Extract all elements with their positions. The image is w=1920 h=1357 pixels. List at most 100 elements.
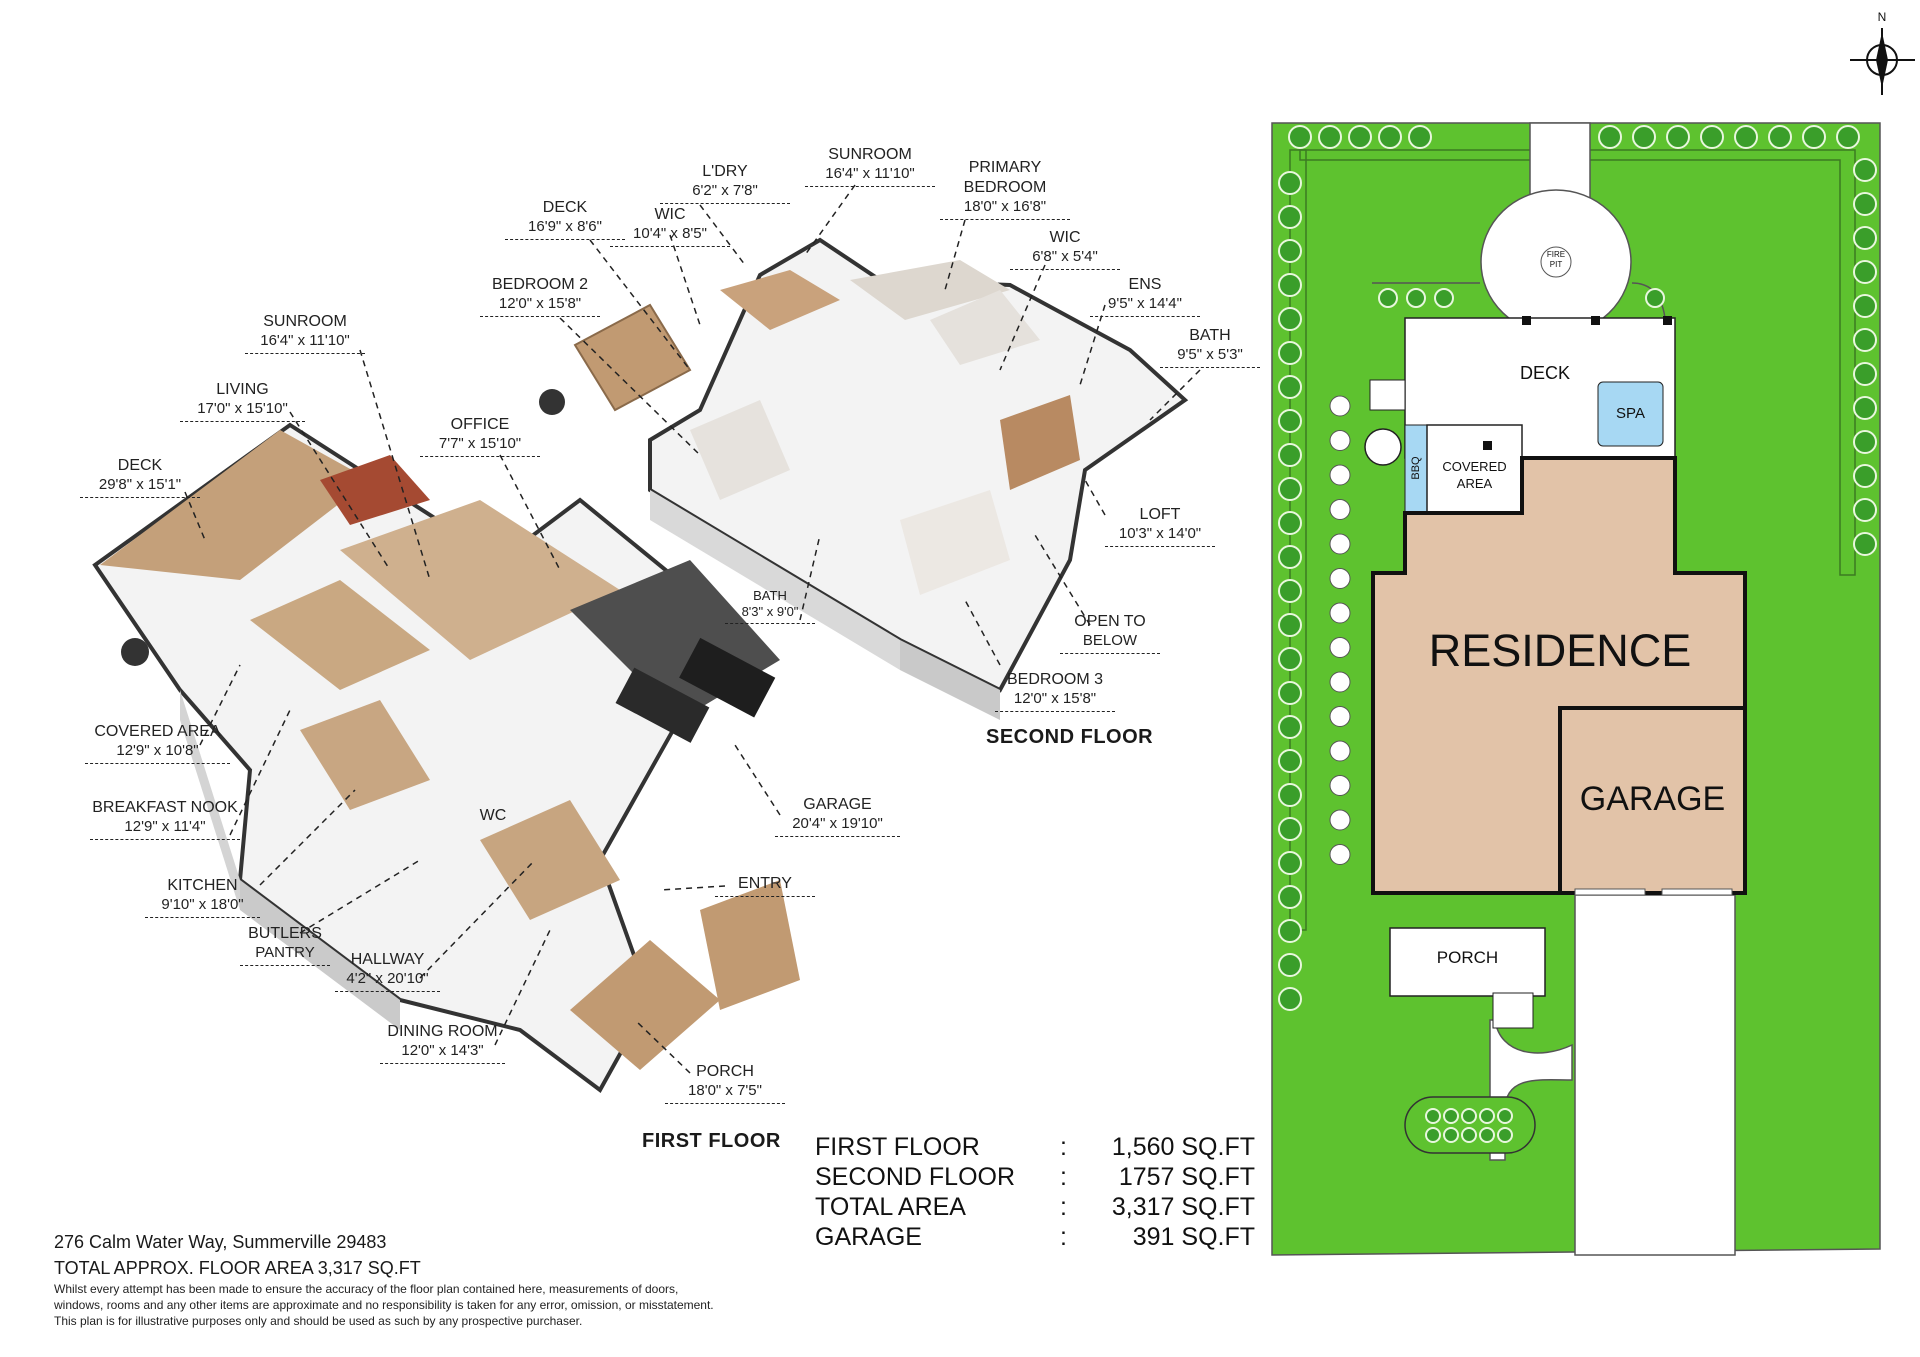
first-floor-render [92,422,800,1093]
property-address: 276 Calm Water Way, Summerville 29483 [54,1232,387,1252]
porch-step [1492,992,1534,1029]
tree-icon [1666,125,1690,149]
tree-icon [1348,125,1372,149]
round-marker [1329,809,1351,831]
tree-icon [1278,579,1302,603]
tree-icon [1318,125,1342,149]
tree-icon [1853,226,1877,250]
post-2 [1522,316,1531,325]
tree-icon [1443,1108,1459,1124]
tree-icon [1278,851,1302,875]
label-ff-entry: ENTRY [715,874,815,897]
round-marker [1329,775,1351,796]
tree-icon [1434,288,1454,308]
tree-icon [1278,817,1302,841]
total-floor-area: TOTAL APPROX. FLOOR AREA 3,317 SQ.FT [54,1258,421,1278]
post-3 [1591,316,1600,325]
tree-icon [1278,545,1302,569]
lawn-border-line [1299,149,1856,576]
tree-icon [1853,260,1877,284]
covered-area [1426,424,1523,514]
tree-icon [1278,953,1302,977]
round-marker [1329,740,1351,762]
tree-icon [1853,192,1877,216]
tree-icon [1461,1127,1477,1143]
garage [1558,706,1747,895]
tree-icon [1645,288,1665,308]
second-floor-title: SECOND FLOOR [986,726,1154,748]
round-marker [1329,499,1351,520]
tree-icon [1278,409,1302,433]
deck-stair [1369,379,1406,411]
tree-icon [1278,341,1302,365]
second-floor-render [539,237,1189,720]
tree-icon [1406,288,1426,308]
label-ff-wc: WC [479,807,507,824]
tree-icon [1378,125,1402,149]
round-marker [1329,533,1351,555]
area-row-second-floor: SECOND FLOOR:1757 SQ.FT [815,1163,1255,1191]
tree-icon [1598,125,1622,149]
round-marker [1329,464,1351,486]
tree-icon [1734,125,1758,149]
tree-icon [1479,1127,1495,1143]
tree-icon [1278,511,1302,535]
tree-icon [1853,294,1877,318]
disclaimer: Whilst every attempt has been made to en… [54,1282,714,1328]
tree-icon [1768,125,1792,149]
tree-icon [1425,1108,1441,1124]
area-row-garage: GARAGE:391 SQ.FT [815,1223,1255,1251]
tree-icon [1278,171,1302,195]
spa-label: SPA [1616,405,1645,422]
site-round-markers [1329,395,1351,865]
tree-icon [1461,1108,1477,1124]
tree-icon [1278,715,1302,739]
tree-icon [1853,498,1877,522]
leader-lines [184,184,1201,1074]
round-marker [1329,602,1351,624]
round-marker [1329,395,1351,417]
tree-icon [1853,328,1877,352]
tree-icon [1836,125,1860,149]
tree-icon [1278,307,1302,331]
tree-icon [1853,532,1877,556]
spa [1597,381,1664,447]
tree-icon [1278,647,1302,671]
tree-icon [1479,1108,1495,1124]
tree-icon [1278,443,1302,467]
tree-icon [1278,477,1302,501]
tree-icon [1278,273,1302,297]
tree-icon [1408,125,1432,149]
tree-icon [1288,125,1312,149]
garage-label: GARAGE [1579,780,1726,818]
spiral-stair [1364,428,1402,466]
site-trees [1278,125,1877,1143]
north-arrow-needle [1876,32,1888,88]
tree-icon [1853,158,1877,182]
tree-icon [1497,1127,1513,1143]
tree-icon [1278,681,1302,705]
tree-icon [1700,125,1724,149]
area-summary: FIRST FLOOR:1,560 SQ.FT SECOND FLOOR:175… [815,1133,1255,1253]
tree-icon [1278,987,1302,1011]
tree-icon [1278,205,1302,229]
bbq-label: BBQ [1410,456,1422,480]
tree-icon [1278,239,1302,263]
tree-icon [1853,464,1877,488]
porch [1389,927,1546,997]
